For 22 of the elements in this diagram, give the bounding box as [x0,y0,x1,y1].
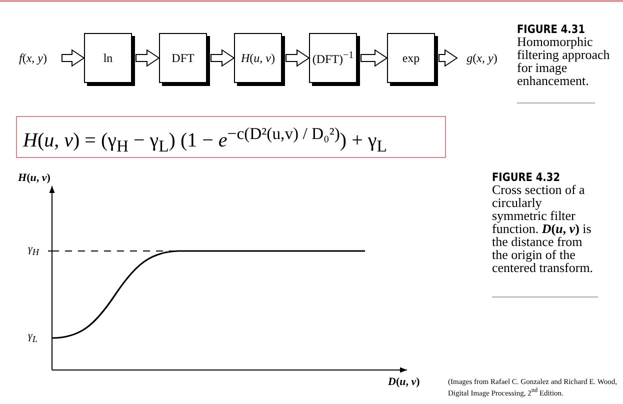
figure-caption: Cross section of a circularly symmetric filter function. D(u, v) is the distance from the origin of the centered transform. [492,183,594,274]
tick-label: γ$_{L}$ [28,330,38,344]
signal-label: g(x, y) [461,48,503,68]
process-box: ln [84,33,132,83]
figure-number: FIGURE 4.31 [517,22,586,36]
block-arrow [136,49,160,67]
figure-caption: Homomorphic filtering approach for image enhancement. [517,35,611,87]
axis-label: D(u, v) [388,376,421,388]
figure-number: FIGURE 4.32 [492,170,562,184]
block-arrow [286,49,310,67]
tick-label: γ$_{H}$ [28,243,40,258]
process-box: exp [387,33,435,83]
block-arrow [210,49,235,67]
block-arrow [62,49,85,67]
formula: H(u, v) = (γ$_{H}$ − γ$_{L}$) (1 − e$^{−c(D²(u,v) / D₀²)}$) + γ$_{L}$ [16,116,446,158]
process-box: DFT [159,33,207,83]
process-box: H(u, v) [234,33,282,83]
block-arrow [360,49,388,67]
process-box: (DFT)$^{−1}$ [309,33,357,83]
block-arrow [438,49,458,67]
axis-label: H(u, v) [18,172,52,184]
signal-label: f(x, y) [8,48,58,68]
